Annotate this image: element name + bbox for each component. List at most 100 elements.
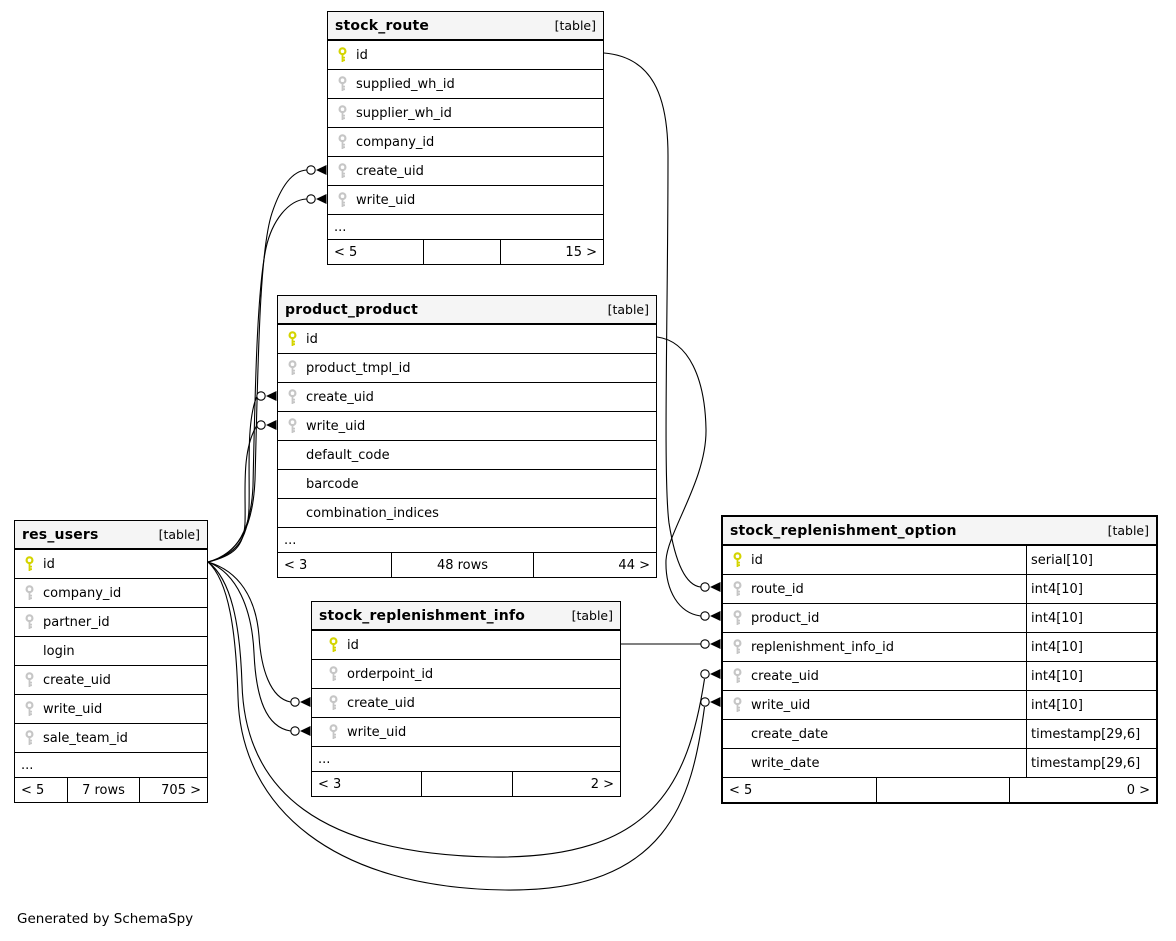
relationship-edge-stock_replenishment_option.replenishment_info_id->stock_replenishment_info.id	[621, 639, 721, 649]
primary-key-icon	[326, 636, 341, 654]
table-header: stock_replenishment_option[table]	[723, 517, 1156, 545]
foreign-key-icon	[335, 75, 350, 93]
column-name: product_tmpl_id	[306, 360, 411, 376]
table-title: stock_replenishment_option	[730, 522, 957, 539]
relationship-edge-stock_replenishment_info.create_uid->res_users.id	[207, 561, 311, 707]
fk-arrowhead	[316, 165, 327, 175]
footer-next-count: 705 >	[161, 782, 201, 798]
table-header: product_product[table]	[278, 296, 656, 324]
foreign-key-icon	[22, 671, 37, 689]
fk-arrowhead	[710, 669, 721, 679]
column-row-create_uid: create_uid	[328, 156, 603, 185]
fk-optional-circle	[700, 669, 710, 679]
table-header: res_users [table]	[15, 521, 207, 549]
footer-prev-count: < 5	[729, 782, 753, 798]
truncated-columns-indicator: ...	[312, 746, 620, 771]
table-header: stock_route[table]	[328, 12, 603, 40]
column-row-product_tmpl_id: product_tmpl_id	[278, 353, 656, 382]
column-name: supplier_wh_id	[356, 105, 452, 121]
column-name: sale_team_id	[43, 730, 128, 746]
column-name: create_uid	[43, 672, 111, 688]
fk-arrowhead	[316, 194, 327, 204]
table-footer: < 5 0 >	[723, 777, 1156, 802]
column-name: create_uid	[347, 695, 415, 711]
column-name: write_uid	[306, 418, 366, 434]
relationship-edge-stock_replenishment_info.write_uid->res_users.id	[207, 561, 311, 736]
table-header: stock_replenishment_info[table]	[312, 602, 620, 630]
table-title: product_product	[285, 301, 419, 318]
column-row-create_uid: create_uid	[312, 688, 620, 717]
table-title: res_users	[22, 526, 99, 543]
column-row-write_uid: write_uid	[328, 185, 603, 214]
footer-row-count	[876, 778, 1010, 802]
relationship-edge-stock_replenishment_option.product_id->product_product.id	[656, 336, 721, 621]
column-name: orderpoint_id	[347, 666, 434, 682]
column-name: create_uid	[356, 163, 424, 179]
footer-next-count: 44 >	[618, 557, 650, 573]
column-row-id: id	[278, 324, 656, 353]
table-type-badge: [table]	[158, 527, 200, 542]
table-stock_replenishment_info[interactable]: stock_replenishment_info[table]id orderpo…	[311, 601, 621, 797]
column-name: id	[751, 552, 763, 568]
truncated-columns-indicator: ...	[15, 752, 207, 777]
footer-prev-count: < 5	[334, 244, 358, 260]
column-row-supplier_wh_id: supplier_wh_id	[328, 98, 603, 127]
column-name: company_id	[43, 585, 122, 601]
fk-optional-circle	[290, 726, 300, 736]
foreign-key-icon	[22, 613, 37, 631]
column-row-orderpoint_id: orderpoint_id	[312, 659, 620, 688]
column-row-login: login	[15, 636, 207, 665]
footer-prev-count: < 3	[284, 557, 308, 573]
column-row-combination_indices: combination_indices	[278, 498, 656, 527]
footer-next-count: 0 >	[1126, 782, 1150, 798]
foreign-key-icon	[730, 667, 745, 685]
fk-arrowhead	[300, 697, 311, 707]
fk-arrowhead	[300, 726, 311, 736]
foreign-key-icon	[326, 694, 341, 712]
foreign-key-icon	[335, 162, 350, 180]
column-name: id	[347, 637, 359, 653]
fk-optional-circle	[700, 697, 710, 707]
column-name: write_uid	[43, 701, 103, 717]
footer-next-count: 2 >	[590, 776, 614, 792]
foreign-key-icon	[285, 359, 300, 377]
foreign-key-icon	[22, 729, 37, 747]
footer-row-count	[423, 240, 501, 264]
column-row-create_uid: create_uid	[15, 665, 207, 694]
relationship-edge-product_product.create_uid->res_users.id	[207, 391, 277, 563]
primary-key-icon	[730, 551, 745, 569]
foreign-key-icon	[285, 417, 300, 435]
column-name: create_uid	[751, 668, 819, 684]
column-row-company_id: company_id	[328, 127, 603, 156]
column-row-id: id	[15, 549, 207, 578]
column-row-write_uid: write_uid	[15, 694, 207, 723]
fk-optional-circle	[700, 611, 710, 621]
column-type: int4[10]	[1026, 662, 1156, 690]
column-name: supplied_wh_id	[356, 76, 455, 92]
table-type-badge: [table]	[554, 18, 596, 33]
relationship-edge-stock_replenishment_option.create_uid->res_users.id	[207, 561, 721, 858]
column-name: write_date	[751, 755, 820, 771]
foreign-key-icon	[730, 609, 745, 627]
column-row-sale_team_id: sale_team_id	[15, 723, 207, 752]
foreign-key-icon	[730, 580, 745, 598]
column-row-write_uid: write_uid	[278, 411, 656, 440]
foreign-key-icon	[730, 638, 745, 656]
fk-arrowhead	[266, 420, 277, 430]
column-type: timestamp[29,6]	[1026, 720, 1156, 748]
column-name: login	[43, 643, 75, 659]
column-name: id	[356, 47, 368, 63]
